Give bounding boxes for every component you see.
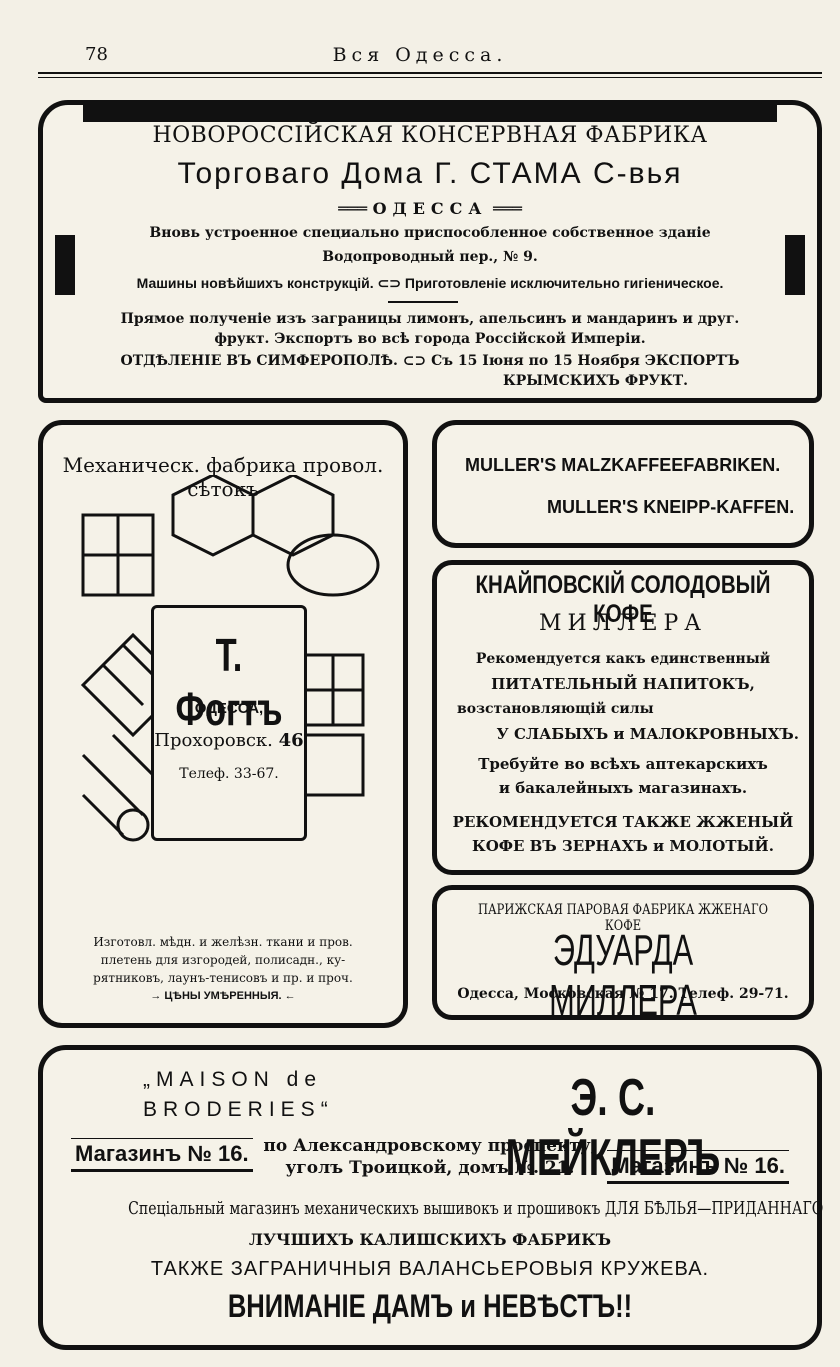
cannery-line1: Вновь устроенное специально приспособлен… — [149, 225, 711, 241]
frame-left-ornament — [55, 235, 75, 295]
page-number: 78 — [85, 44, 108, 65]
header-rule — [38, 72, 822, 78]
kneipp-maker: МИЛЛЕРА — [539, 611, 707, 636]
cannery-line3: Машины новѣйшихъ конструкцій. ⊂⊃ Пригото… — [136, 275, 724, 291]
cannery-season: Съ 15 Іюня по 15 Ноября ЭКСПОРТЪ — [431, 353, 740, 369]
ad-kneipp-coffee: КНАЙПОВСКІЙ СОЛОДОВЫЙ КОФЕ МИЛЛЕРА Реком… — [432, 560, 814, 875]
vogt-desc3: рятниковъ, лаунъ-тенисовъ и пр. и проч. — [93, 971, 353, 985]
muller-line1: MULLER'S MALZKAFFEEFABRIKEN. — [465, 455, 781, 475]
meikler-maison2: BRODERIES“ — [143, 1098, 334, 1121]
ad-meikler: „MAISON de BRODERIES“ Э. С. МЕЙКЛЕРЪ Маг… — [38, 1045, 824, 1350]
kneipp-l6: и бакалейныхъ магазинахъ. — [498, 779, 748, 797]
frame-right-ornament — [785, 235, 805, 295]
kneipp-l1: Рекомендуется какъ единственный — [475, 651, 771, 667]
meikler-address2: уголъ Троицкой, домъ №. 21. — [285, 1158, 575, 1178]
cannery-line6: ОТДѢЛЕНІЕ ВЪ СИМФЕРОПОЛѢ. ⊂⊃ Съ 15 Іюня … — [120, 353, 740, 369]
vogt-street-name: Прохоровск. — [154, 730, 273, 751]
meikler-address1: по Александровскому проспекту, — [263, 1136, 597, 1156]
meikler-special: Спеціальный магазинъ механическихъ вышив… — [128, 1198, 824, 1219]
ad-vogt: Механическ. фабрика провол. сѣтокъ Т. Фо… — [38, 420, 408, 1028]
vogt-street-number: 46 — [278, 730, 304, 751]
vogt-city: ОДЕССА, — [194, 700, 264, 717]
cannery-hygiene: Приготовленіе исключительно гигіеническо… — [404, 275, 724, 291]
vogt-phone: Телеф. 33-67. — [179, 766, 279, 782]
eduard-address: Одесса, Московская № 17. Телеф. 29-71. — [457, 986, 789, 1002]
cannery-line2: Водопроводный пер., № 9. — [322, 249, 538, 265]
frame-top-bar — [83, 100, 777, 122]
kneipp-l2: ПИТАТЕЛЬНЫЙ НАПИТОКЪ, — [491, 675, 755, 693]
vogt-prices: ЦѢНЫ УМѢРЕННЫЯ. — [164, 990, 282, 1002]
vogt-desc2: плетень для изгородей, полисадн., ку- — [100, 953, 346, 967]
cannery-city-row: ═══ ОДЕССА ═══ — [338, 199, 522, 218]
meikler-factories: ЛУЧШИХЪ КАЛИШСКИХЪ ФАБРИКЪ — [248, 1230, 612, 1249]
kneipp-l5: Требуйте во всѣхъ аптекарскихъ — [478, 755, 768, 773]
ad-eduard-muller: ПАРИЖСКАЯ ПАРОВАЯ ФАБРИКА ЖЖЕНАГО КОФЕ Э… — [432, 885, 814, 1025]
kneipp-headline: КНАЙПОВСКІЙ СОЛОДОВЫЙ КОФЕ — [475, 571, 771, 628]
vogt-scroll-card: Т. Фогтъ ОДЕССА, Прохоровск. 46 Телеф. 3… — [151, 605, 307, 841]
ad-muller-factories: MULLER'S MALZKAFFEEFABRIKEN. MULLER'S KN… — [432, 420, 814, 548]
arrow-right-icon: → — [150, 990, 165, 1002]
vogt-street: Прохоровск. 46 — [154, 730, 304, 751]
ad-cannery: НОВОРОССІЙСКАЯ КОНСЕРВНАЯ ФАБРИКА Торгов… — [38, 100, 822, 403]
arrow-left-icon: ← — [281, 990, 296, 1002]
meikler-maison1: „MAISON de — [143, 1068, 323, 1091]
vogt-headline: Механическ. фабрика провол. сѣтокъ — [62, 453, 384, 501]
vogt-prices-row: → ЦѢНЫ УМѢРЕННЫЯ. ← — [43, 990, 403, 1002]
meikler-name: Э. С. МЕЙКЛЕРЪ — [505, 1069, 721, 1187]
cannery-line5: фрукт. Экспортъ во всѣ города Россійской… — [214, 331, 646, 347]
cannery-divider — [388, 301, 458, 303]
cannery-line7: КРЫМСКИХЪ ФРУКТ. — [503, 373, 689, 389]
cannery-city: ОДЕССА — [372, 199, 488, 218]
meikler-shop-right: Магазинъ № 16. — [607, 1150, 789, 1184]
cannery-branch: ОТДѢЛЕНІЕ ВЪ СИМФЕРОПОЛѢ. — [120, 353, 398, 369]
running-title: Вся Одесса. — [332, 44, 508, 66]
kneipp-l8: КОФЕ ВЪ ЗЕРНАХЪ и МОЛОТЫЙ. — [472, 837, 774, 855]
vogt-name: Т. Фогтъ — [175, 629, 283, 735]
cannery-machines: Машины новѣйшихъ конструкцій. — [136, 275, 374, 291]
eduard-name: ЭДУАРДА МИЛЛЕРА — [549, 926, 697, 1025]
kneipp-l3: возстановляющій силы — [457, 701, 654, 717]
muller-line2: MULLER'S KNEIPP-KAFFEN. — [547, 497, 795, 517]
meikler-lace: ТАКЖЕ ЗАГРАНИЧНЫЯ ВАЛАНСЬЕРОВЫЯ КРУЖЕВА. — [150, 1258, 710, 1280]
kneipp-l4: У СЛАБЫХЪ и МАЛОКРОВНЫХЪ. — [496, 725, 799, 743]
cannery-line4: Прямое полученіе изъ заграницы лимонъ, а… — [120, 311, 740, 327]
meikler-shop-left: Магазинъ № 16. — [71, 1138, 253, 1172]
eduard-headline: ПАРИЖСКАЯ ПАРОВАЯ ФАБРИКА ЖЖЕНАГО КОФЕ — [477, 902, 769, 934]
kneipp-l7: РЕКОМЕНДУЕТСЯ ТАКЖЕ ЖЖЕНЫЙ — [452, 813, 794, 831]
vogt-desc1: Изготовл. мѣдн. и желѣзн. ткани и пров. — [93, 935, 353, 949]
cannery-company: Торговаго Дома Г. СТАМА С-вья — [177, 157, 683, 190]
meikler-attention: ВНИМАНІЕ ДАМЪ и НЕВѢСТЪ!! — [227, 1288, 633, 1324]
cannery-headline: НОВОРОССІЙСКАЯ КОНСЕРВНАЯ ФАБРИКА — [152, 123, 708, 148]
